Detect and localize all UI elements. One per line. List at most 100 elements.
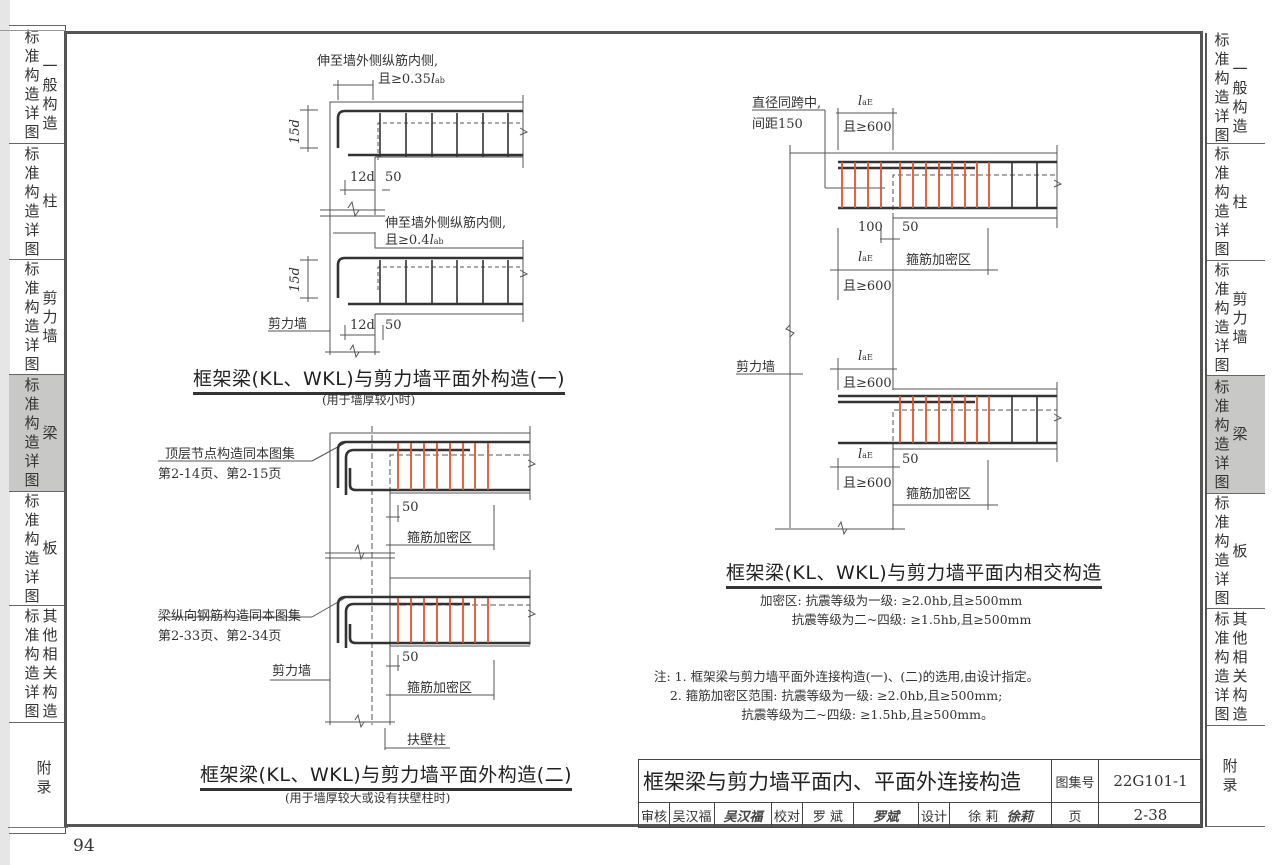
tab-label: 标准构造详图 (24, 260, 40, 373)
tab-other[interactable]: 标准构造详图 其他相关构造 (1207, 609, 1265, 726)
tab-label: 板 (42, 539, 58, 557)
fig2-pilaster-label: 扶壁柱 (407, 733, 447, 748)
tab-shear-wall[interactable]: 标准构造详图 剪力墙 (1207, 261, 1265, 376)
tab-label: 附录 (1222, 757, 1238, 794)
fig1-note-mid-2: 且≥0.4lab (385, 229, 444, 248)
frame-line (0, 30, 66, 31)
fig3-zone-label: 箍筋加密区 (906, 253, 972, 268)
fig3-note-1: 直径同跨中, (752, 96, 822, 111)
tab-label: 标准构造详图 (1214, 31, 1230, 144)
drawing-frame (64, 31, 1203, 827)
fig2-note-top-2: 第2-14页、第2-15页 (158, 467, 282, 482)
fig3-subscript: aE (862, 98, 873, 107)
fig1-symbol-l: l (429, 233, 434, 248)
tab-shear-wall[interactable]: 标准构造详图 剪力墙 (9, 260, 65, 375)
fig3-dim-600-low: 且≥600 (843, 476, 892, 491)
tab-beam[interactable]: 标准构造详图 梁 (1207, 376, 1265, 494)
tab-appendix[interactable]: 附录 (9, 723, 65, 834)
fig3-dim-600-mid: 且≥600 (843, 376, 892, 391)
fig1-wall-label: 剪力墙 (268, 317, 308, 332)
tab-label: 梁 (42, 423, 58, 442)
page-edge (0, 0, 10, 865)
fig3-subscript: aE (862, 254, 873, 263)
fig2-note-bot-1: 梁纵向钢筋构造同本图集 (158, 609, 302, 624)
tab-slab[interactable]: 标准构造详图 板 (9, 492, 65, 606)
fig2-zone-label: 箍筋加密区 (407, 531, 473, 546)
right-tab-index: 标准构造详图 一般构造 标准构造详图 柱 标准构造详图 剪力墙 标准构造详图 梁… (1205, 31, 1265, 827)
tab-label: 标准构造详图 (24, 607, 40, 720)
title-block: 框架梁与剪力墙平面内、平面外连接构造 图集号 22G101-1 审核 吴汉福 吴… (638, 759, 1203, 828)
tab-label: 标准构造详图 (24, 491, 40, 605)
fig2-note-top-1: 顶层节点构造同本图集 (165, 447, 296, 462)
design-name: 徐 莉 (968, 809, 999, 825)
tab-label: 标准构造详图 (24, 144, 40, 258)
fig1-note-top-2-text: 且≥0.35 (378, 72, 431, 87)
review-signature: 吴汉福 (714, 802, 772, 828)
tab-general[interactable]: 标准构造详图 一般构造 (9, 25, 65, 144)
fig3-subscript: aE (862, 353, 873, 362)
fig1-dim-12d: 12d (350, 170, 375, 185)
check-label: 校对 (771, 802, 803, 828)
fig3-dim-600: 且≥600 (843, 279, 892, 294)
fig3-note-2: 间距150 (752, 117, 803, 132)
fig3-title: 框架梁(KL、WKL)与剪力墙平面内相交构造 (726, 558, 1102, 589)
fig2-dim-50: 50 (402, 500, 419, 515)
tab-label: 标准构造详图 (1214, 145, 1230, 258)
sheet-page: 2-38 (1098, 802, 1203, 828)
fig3-dim-100: 100 (858, 220, 883, 235)
tab-beam[interactable]: 标准构造详图 梁 (9, 375, 65, 492)
fig3-symbol-l: l (858, 94, 863, 109)
tab-label: 其他相关构造 (42, 607, 58, 720)
fig1-dim-15d: 15d (287, 119, 303, 144)
fig1-subtitle: (用于墙厚较小时) (322, 393, 416, 407)
review-name: 吴汉福 (669, 802, 715, 828)
tab-label: 标准构造详图 (1214, 377, 1230, 491)
fig1-note-mid: 伸至墙外侧纵筋内侧, (385, 216, 507, 231)
tab-label: 标准构造详图 (24, 376, 40, 489)
check-signature: 罗斌 (853, 802, 919, 828)
tab-label: 柱 (42, 192, 58, 210)
tab-column[interactable]: 标准构造详图 柱 (1207, 144, 1265, 261)
fig2-note-bot-2: 第2-33页、第2-34页 (158, 629, 282, 644)
tab-label: 一般构造 (42, 56, 58, 132)
tab-slab[interactable]: 标准构造详图 板 (1207, 494, 1265, 609)
tab-appendix[interactable]: 附录 (1207, 726, 1265, 827)
atlas-label: 图集号 (1051, 759, 1099, 803)
left-tab-index: 标准构造详图 一般构造 标准构造详图 柱 标准构造详图 剪力墙 标准构造详图 梁… (9, 25, 66, 834)
check-name: 罗 斌 (802, 802, 854, 828)
general-notes: 注: 1. 框架梁与剪力墙平面外连接构造(一)、(二)的选用,由设计指定。 2.… (654, 669, 1040, 722)
fig3-dim-lae-low: laE (858, 447, 873, 462)
fig3-symbol-l: l (858, 447, 863, 462)
fig2-zone-label-lower: 箍筋加密区 (407, 681, 473, 696)
sheet-title: 框架梁与剪力墙平面内、平面外连接构造 (638, 759, 1052, 803)
tab-label: 附录 (36, 759, 52, 796)
fig1-dim-50: 50 (385, 170, 402, 185)
fig3-zone-label-low: 箍筋加密区 (906, 487, 972, 502)
frame-line (8, 827, 68, 828)
fig2-subtitle: (用于墙厚较大或设有扶壁柱时) (285, 791, 451, 805)
tab-general[interactable]: 标准构造详图 一般构造 (1207, 31, 1265, 144)
review-label: 审核 (638, 802, 670, 828)
fig1-note-top-2: 且≥0.35lab (378, 68, 445, 87)
fig1-subscript: ab (433, 237, 444, 246)
fig1-note-top: 伸至墙外侧纵筋内侧, (317, 54, 439, 69)
fig3-dim-lae-mid: laE (858, 349, 873, 364)
tab-label: 标准构造详图 (1214, 261, 1230, 374)
fig3-dim-lae-top: laE (858, 94, 873, 109)
fig3-zone-note: 加密区: 抗震等级为一级: ≥2.0hb,且≥500mm 抗震等级为二~四级: … (760, 593, 1032, 627)
fig3-wall-label: 剪力墙 (736, 360, 776, 375)
fig3-dim-lae: laE (858, 250, 873, 265)
tab-label: 一般构造 (1232, 60, 1248, 135)
page-label: 页 (1051, 802, 1099, 828)
fig3-dim-50: 50 (902, 220, 919, 235)
tab-label: 剪力墙 (1232, 289, 1248, 346)
tab-label: 板 (1232, 541, 1248, 560)
tab-label: 剪力墙 (42, 288, 58, 345)
fig1-symbol-l: l (430, 72, 436, 87)
fig2-title: 框架梁(KL、WKL)与剪力墙平面外构造(二) (200, 760, 573, 791)
tab-label: 柱 (1232, 192, 1248, 211)
tab-other[interactable]: 标准构造详图 其他相关构造 (9, 606, 65, 723)
tab-column[interactable]: 标准构造详图 柱 (9, 144, 65, 260)
tab-label: 标准构造详图 (1214, 610, 1230, 723)
